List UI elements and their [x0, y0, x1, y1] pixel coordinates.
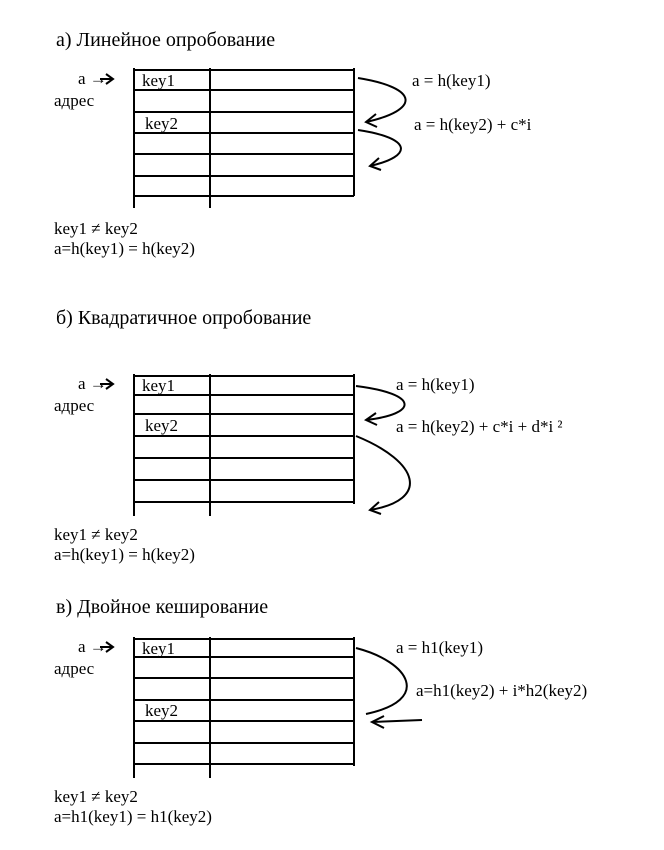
formula-first-hash: a = h(key1): [412, 71, 491, 90]
table-double-hashing: [133, 637, 355, 778]
formula-first-hash: a = h1(key1): [396, 638, 484, 657]
note-keys-differ: key1 ≠ key2: [54, 219, 138, 238]
pointer-label: а →: [78, 374, 107, 393]
table-linear: [133, 68, 355, 208]
note-keys-differ: key1 ≠ key2: [54, 787, 138, 806]
table-quadratic: [133, 374, 355, 516]
address-label: адрес: [54, 91, 95, 110]
pointer-label: а →: [78, 637, 107, 656]
cell-key2: key2: [145, 114, 179, 133]
section-title-double-hashing: в) Двойное кеширование: [56, 596, 269, 618]
formula-probe: a=h1(key2) + i*h2(key2): [416, 681, 588, 700]
cell-key1: key1: [142, 71, 176, 90]
note-hash-collision: a=h(key1) = h(key2): [54, 239, 195, 258]
cell-key2: key2: [145, 416, 179, 435]
note-hash-collision: a=h1(key1) = h1(key2): [54, 807, 212, 826]
address-label: адрес: [54, 396, 95, 415]
probe-arrows-linear: [100, 73, 407, 171]
note-keys-differ: key1 ≠ key2: [54, 525, 138, 544]
formula-probe: a = h(key2) + c*i: [414, 115, 532, 134]
cell-key1: key1: [142, 376, 176, 395]
probe-arrows-double-hashing: [100, 641, 423, 729]
pointer-label: а →: [78, 69, 107, 88]
cell-key2: key2: [145, 701, 179, 720]
note-hash-collision: a=h(key1) = h(key2): [54, 545, 195, 564]
formula-first-hash: a = h(key1): [396, 375, 475, 394]
probe-arrows-quadratic: [100, 378, 411, 515]
formula-probe: a = h(key2) + c*i + d*i ²: [396, 417, 563, 436]
section-title-quadratic: б) Квадратичное опробование: [56, 307, 312, 329]
cell-key1: key1: [142, 639, 176, 658]
section-title-linear: а) Линейное опробование: [56, 29, 276, 51]
address-label: адрес: [54, 659, 95, 678]
